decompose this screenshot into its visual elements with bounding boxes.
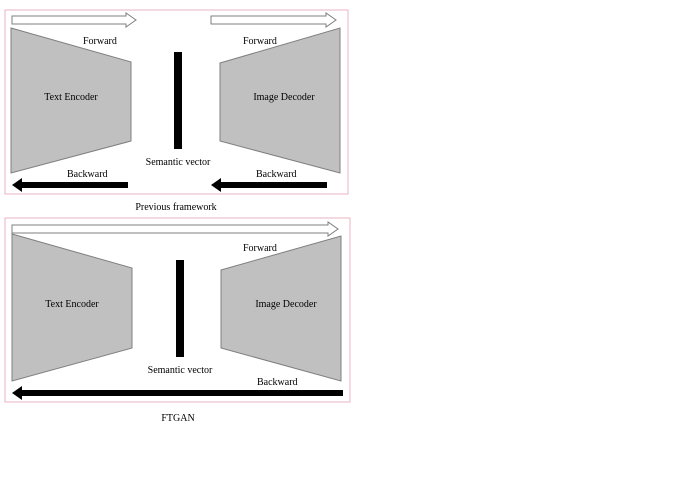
forward-label: Forward	[243, 243, 277, 254]
text-encoder-label: Text Encoder	[44, 92, 98, 103]
backward-arrow-right	[211, 178, 327, 192]
image-decoder-block	[220, 235, 342, 382]
panel-ftgan: Forward Text Encoder Semantic vector Ima…	[4, 217, 351, 424]
panel-caption: FTGAN	[161, 413, 194, 424]
backward-left-label: Backward	[67, 169, 108, 180]
forward-arrow-left	[11, 12, 137, 28]
semantic-vector-bar	[174, 52, 182, 149]
panel-border	[4, 9, 349, 195]
image-decoder-block	[219, 27, 341, 174]
forward-right-label: Forward	[243, 36, 277, 47]
text-encoder-block	[11, 233, 133, 382]
backward-arrow	[12, 386, 343, 400]
forward-arrow-right	[210, 12, 337, 28]
forward-arrow	[11, 221, 339, 237]
image-decoder-label: Image Decoder	[253, 92, 315, 103]
panel-border	[4, 217, 351, 403]
backward-label: Backward	[257, 377, 298, 388]
semantic-vector-bar	[176, 260, 184, 357]
panel-caption: Previous framework	[135, 202, 216, 213]
forward-left-label: Forward	[83, 36, 117, 47]
backward-arrow-left	[12, 178, 128, 192]
text-encoder-label: Text Encoder	[45, 299, 99, 310]
backward-right-label: Backward	[256, 169, 297, 180]
panel-previous-framework: Forward Forward Text Encoder Semantic ve…	[4, 9, 349, 213]
image-decoder-label: Image Decoder	[255, 299, 317, 310]
text-encoder-block	[10, 27, 132, 174]
semantic-vector-label: Semantic vector	[148, 365, 213, 376]
semantic-vector-label: Semantic vector	[146, 157, 211, 168]
